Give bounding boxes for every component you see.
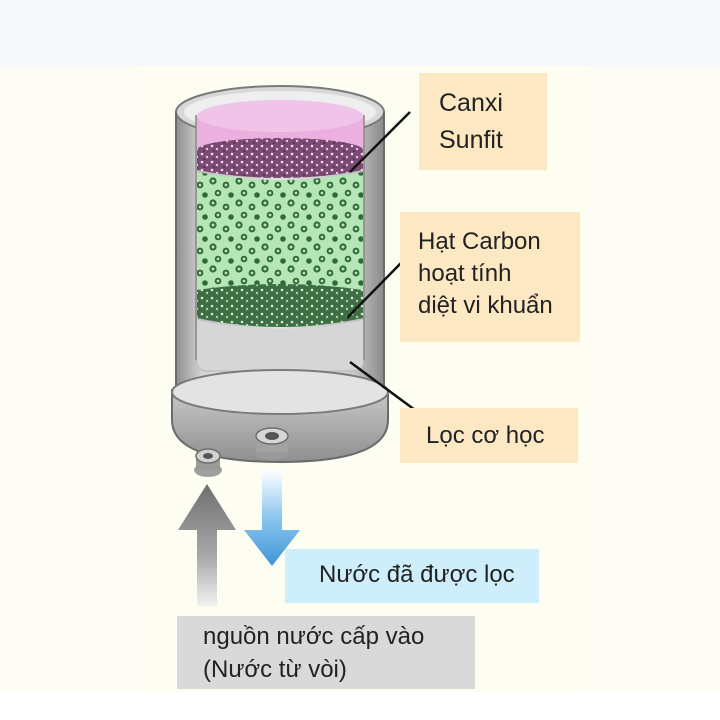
top-band xyxy=(0,0,720,66)
calcium-sulfite-layer xyxy=(197,100,363,178)
label-carbon-line-3: diệt vi khuẩn xyxy=(418,292,553,319)
label-carbon-line-2: hoạt tính xyxy=(418,260,512,287)
leader-line-coloc xyxy=(349,360,416,412)
label-activated-carbon: Hạt Carbon hoạt tính diệt vi khuẩn xyxy=(400,212,580,342)
leader-line-canxi xyxy=(349,111,411,173)
outlet-arrow xyxy=(244,470,300,566)
label-calcium-sulfite: Canxi Sunfit xyxy=(419,73,547,170)
label-mechanical-filter: Lọc cơ học xyxy=(400,408,578,463)
label-source-line-1: nguồn nước cấp vào xyxy=(203,623,425,650)
mechanical-filter-layer xyxy=(197,320,363,370)
activated-carbon-layer xyxy=(197,172,363,327)
cartridge-base xyxy=(171,369,389,464)
label-calcium-line-1: Canxi xyxy=(439,89,503,117)
label-source-line-2: (Nước từ vòi) xyxy=(203,656,347,683)
label-filtered-text: Nước đã được lọc xyxy=(319,561,515,588)
label-filtered-water: Nước đã được lọc xyxy=(285,549,539,603)
label-carbon-line-1: Hạt Carbon xyxy=(418,228,541,255)
inlet-nozzle xyxy=(194,448,222,477)
outlet-nozzle xyxy=(254,427,290,460)
label-water-source: nguồn nước cấp vào (Nước từ vòi) xyxy=(177,616,475,689)
bottom-band xyxy=(0,692,720,720)
inlet-arrow xyxy=(178,484,236,606)
label-mechanical-text: Lọc cơ học xyxy=(426,422,545,449)
label-calcium-line-2: Sunfit xyxy=(439,126,503,154)
leader-line-carbon xyxy=(346,261,403,319)
